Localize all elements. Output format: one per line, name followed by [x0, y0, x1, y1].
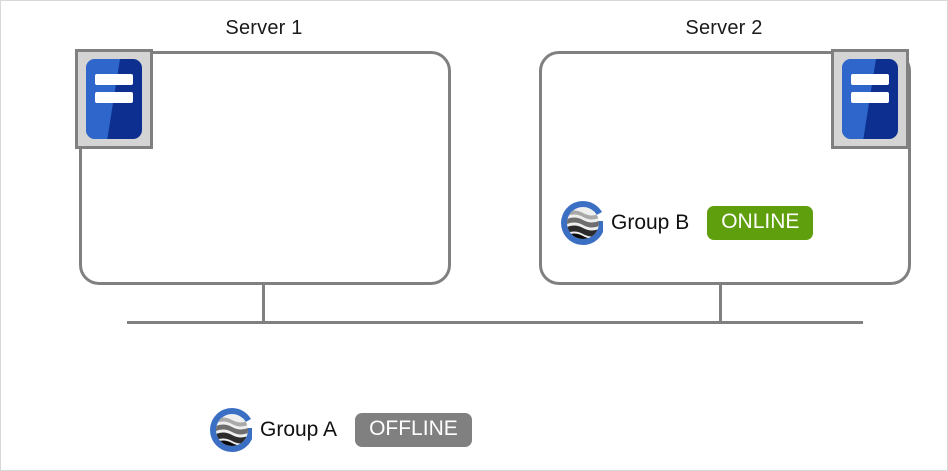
network-bus-line [127, 321, 863, 324]
gluster-g-logo [210, 408, 252, 452]
server-rack-icon [75, 49, 153, 149]
server-1-title: Server 1 [225, 17, 303, 39]
group-a-label: Group A [260, 418, 338, 441]
server-2-network-connector [719, 284, 722, 324]
chassis-bay-slot [851, 74, 889, 85]
group-b-row: Group B ONLINE [557, 197, 814, 249]
server-rack-icon [831, 49, 909, 149]
server-2-title: Server 2 [685, 17, 763, 39]
server-chassis [842, 59, 898, 139]
server-1-network-connector [262, 284, 265, 324]
group-a-status-badge[interactable]: OFFLINE [355, 413, 472, 447]
server-chassis [86, 59, 142, 139]
group-a-row: Group A OFFLINE [206, 404, 472, 456]
chassis-bay-slot [95, 74, 133, 85]
chassis-bay-slot [851, 92, 889, 103]
chassis-bay-slot [95, 92, 133, 103]
group-b-status-badge[interactable]: ONLINE [707, 206, 814, 240]
gluster-g-logo [561, 201, 603, 245]
group-b-label: Group B [611, 211, 690, 234]
